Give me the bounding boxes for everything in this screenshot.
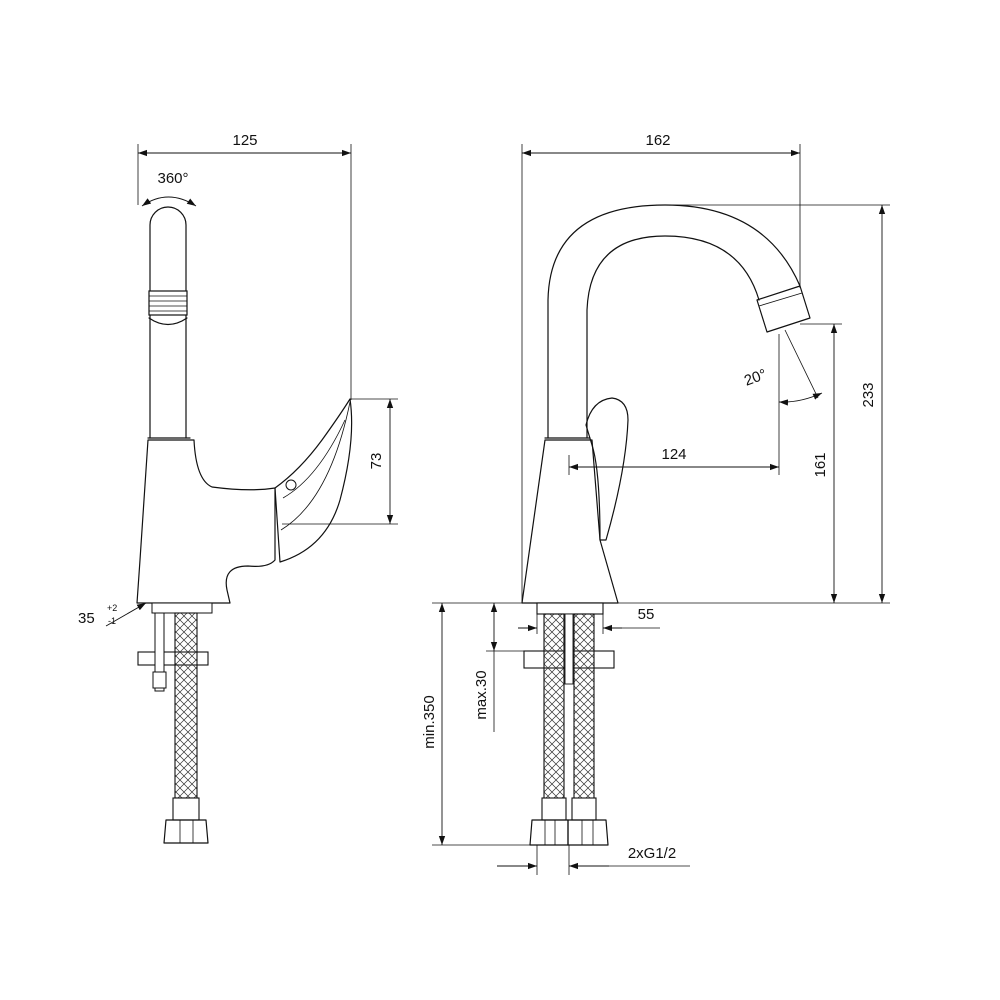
side-hose [174, 612, 198, 799]
dim-width-125: 125 [232, 132, 257, 149]
dim-min-350: min.350 [421, 695, 438, 748]
dim-hole-35: 35 [78, 610, 95, 627]
dim-base-55: 55 [638, 606, 655, 623]
side-body [136, 439, 276, 604]
angle-arc [778, 392, 823, 406]
dim-width-162: 162 [645, 132, 670, 149]
dim-hole-tol-plus: +2 [107, 603, 117, 613]
front-hose-right [573, 613, 595, 800]
rotation-label: 360° [157, 170, 188, 187]
rotation-arrow [141, 196, 197, 207]
dim-connection: 2xG1/2 [628, 845, 676, 862]
dim-height-161: 161 [812, 452, 829, 477]
front-spout [547, 204, 801, 439]
dim-lever-73: 73 [368, 453, 385, 470]
front-hose-nut-right [567, 819, 609, 846]
dim-max-30: max.30 [473, 670, 490, 719]
front-lever [585, 397, 629, 541]
front-hose-nut-left [529, 819, 569, 846]
front-view: 162 233 161 124 20° 55 max.30 [421, 132, 890, 875]
front-hose-left [543, 613, 565, 800]
front-aerator [756, 285, 811, 333]
side-spout [149, 206, 187, 439]
side-lever [274, 398, 353, 563]
dim-height-233: 233 [860, 382, 877, 407]
side-view: 125 360° 73 35 +2 -1 [78, 132, 398, 844]
dim-reach-124: 124 [661, 446, 686, 463]
dim-hole-tol-minus: -1 [108, 616, 116, 626]
side-hose-nut [163, 819, 209, 844]
angle-20: 20° [742, 366, 769, 390]
front-body [521, 439, 619, 604]
